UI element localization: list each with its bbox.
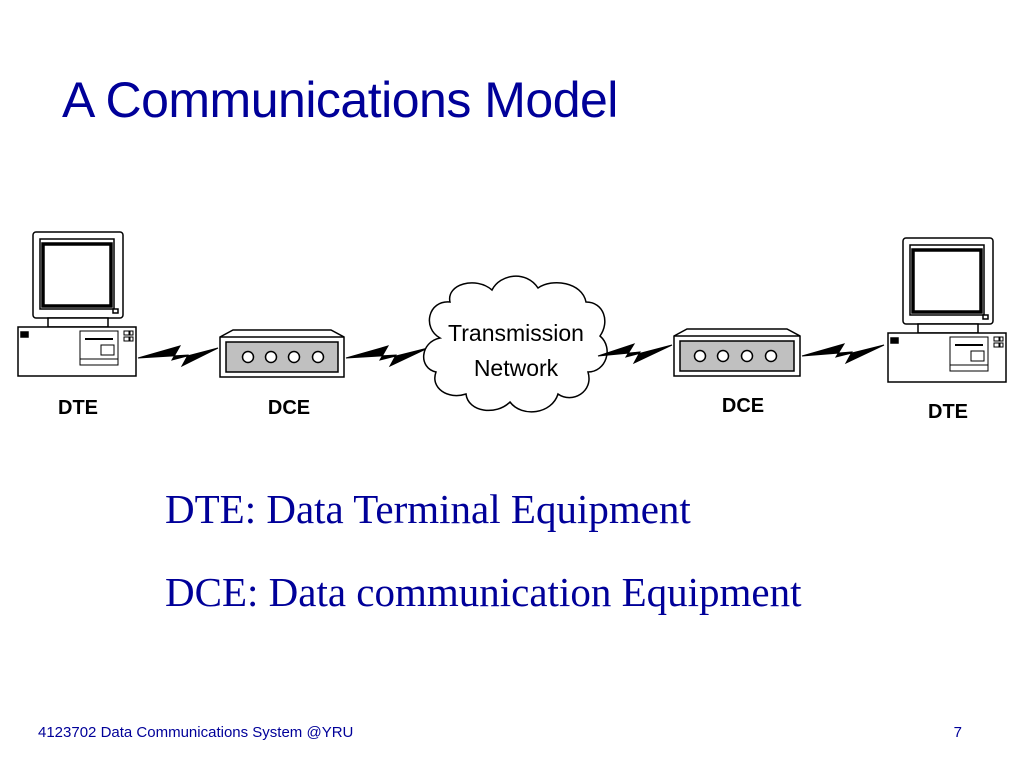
link-dce-dte-right-icon xyxy=(801,343,885,365)
dce-left-label: DCE xyxy=(268,397,310,419)
slide-title: A Communications Model xyxy=(62,72,618,128)
slide-page-number: 7 xyxy=(953,724,962,741)
dte-definition: DTE: Data Terminal Equipment xyxy=(165,486,691,532)
dte-left-computer-icon xyxy=(17,231,137,377)
dte-right-computer-icon xyxy=(887,237,1007,383)
communications-model-diagram: Transmission Network DTE DCE DCE DTE xyxy=(17,231,1007,423)
network-label-line2: Network xyxy=(474,355,559,381)
link-dte-dce-left-icon xyxy=(137,345,219,368)
dte-right-label: DTE xyxy=(928,401,968,423)
dte-left-label: DTE xyxy=(58,397,98,419)
link-network-dce-right-icon xyxy=(597,343,673,365)
link-dce-network-left-icon xyxy=(345,345,429,368)
network-label-line1: Transmission xyxy=(448,320,584,346)
dce-right-modem-icon xyxy=(673,328,801,377)
dce-right-label: DCE xyxy=(722,395,764,417)
footer-course-label: 4123702 Data Communications System @YRU xyxy=(38,724,354,741)
dce-left-modem-icon xyxy=(219,329,345,378)
dce-definition: DCE: Data communication Equipment xyxy=(165,569,802,615)
